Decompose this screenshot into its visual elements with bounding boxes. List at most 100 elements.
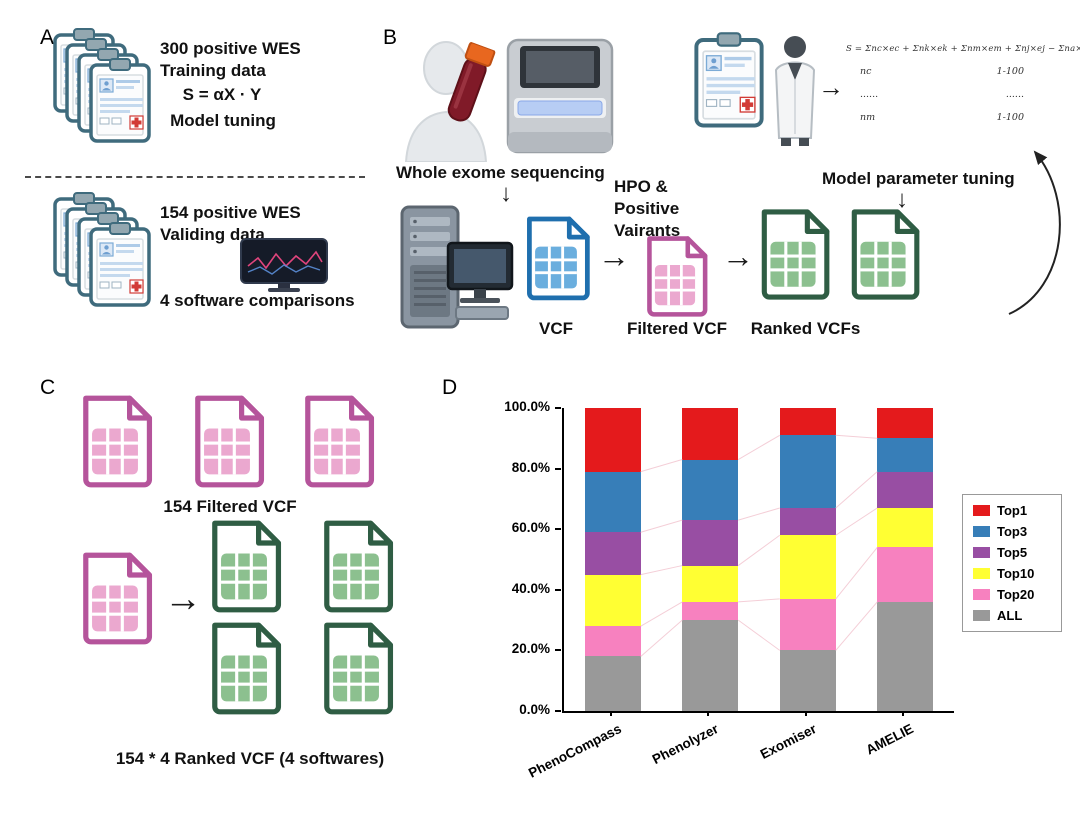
arrow-right-icon: → [598, 238, 630, 274]
legend-swatch [973, 568, 990, 579]
bar-segment [584, 532, 641, 575]
y-tick-label: 20.0% [511, 641, 550, 657]
bar-segment [682, 620, 739, 711]
filtered-vcf-count-label: 154 Filtered VCF [163, 497, 297, 516]
bar-segment [779, 598, 836, 651]
y-tick-mark [555, 528, 561, 531]
clipboard-stack-validation-icon [53, 192, 151, 307]
ranked-vcf-file-icon [197, 620, 291, 716]
formula-row: nc 1-100 [846, 66, 1058, 77]
legend-item: Top3 [973, 524, 1051, 539]
legend-label: ALL [997, 608, 1023, 623]
plot-area [562, 408, 954, 713]
x-tick-mark [902, 711, 905, 716]
bar-segment [779, 508, 836, 536]
y-tick-label: 40.0% [511, 580, 550, 596]
bar-segment [779, 535, 836, 599]
y-axis-labels: 0.0%20.0%40.0%60.0%80.0%100.0% [498, 398, 562, 728]
x-tick-mark [804, 711, 807, 716]
hpo-line2: Positive [614, 199, 680, 218]
y-tick-mark [555, 710, 561, 712]
y-tick-label: 0.0% [519, 702, 550, 717]
bar-segment [779, 650, 836, 711]
bar-segment [877, 438, 934, 472]
formula-param: nc [860, 66, 872, 77]
bar-segment [584, 626, 641, 657]
formula-range: 1-100 [996, 112, 1024, 123]
bar-segment [682, 408, 739, 460]
legend-label: Top20 [997, 587, 1035, 602]
panel-a-divider [25, 176, 365, 178]
server-computer-icon [400, 205, 514, 329]
filtered-vcf-file-icon [70, 550, 160, 646]
model-parameter-tuning-label: Model parameter tuning [822, 169, 1015, 188]
legend-item: Top5 [973, 545, 1051, 560]
x-tick-mark [609, 711, 612, 716]
y-tick-label: 80.0% [511, 459, 550, 475]
arrow-right-icon: → [818, 72, 844, 102]
doctor-silhouette-icon [774, 36, 816, 146]
bar-chart: 0.0%20.0%40.0%60.0%80.0%100.0% PhenoComp… [498, 398, 1068, 818]
model-formula: S = Σnc×ec + Σnk×ek + Σnm×em + Σnj×ej − … [846, 44, 1080, 123]
vcf-file-icon [518, 214, 594, 302]
arrow-down-icon: ↓ [500, 180, 512, 207]
legend-item: Top1 [973, 503, 1051, 518]
ranked-vcf-file-icon [752, 206, 834, 302]
panel-c-label: C [40, 376, 56, 399]
legend-label: Top1 [997, 503, 1028, 518]
legend-item: Top20 [973, 587, 1051, 602]
x-tick-mark [707, 711, 710, 716]
bar-segment [877, 471, 934, 508]
legend-swatch [973, 505, 990, 516]
panel-b-label: B [383, 26, 398, 49]
clipboard-stack-training-icon [53, 28, 151, 143]
formula-row: ...... ...... [846, 89, 1058, 100]
formula-expression: S = Σnc×ec + Σnk×ek + Σnm×em + Σnj×ej − … [846, 44, 1080, 54]
ranked-vcf-count-label: 154 * 4 Ranked VCF (4 softwares) [115, 749, 385, 768]
validation-data-line1: 154 positive WES [160, 203, 301, 222]
formula-param: nm [860, 112, 876, 123]
training-data-line2: Training data [160, 61, 266, 80]
feedback-curved-arrow-icon [1008, 150, 1061, 315]
formula-row: nm 1-100 [846, 112, 1058, 123]
bar-segment [584, 408, 641, 472]
bar-segment [877, 508, 934, 548]
blood-tube-icon [438, 41, 500, 134]
legend-swatch [973, 547, 990, 558]
bar-segment [682, 520, 739, 566]
bar-segment [682, 459, 739, 521]
legend-label: Top5 [997, 545, 1028, 560]
legend-label: Top3 [997, 524, 1028, 539]
vcf-label: VCF [539, 319, 573, 338]
ranked-vcf-file-icon [309, 620, 403, 716]
y-tick-mark [555, 407, 561, 409]
formula-range: 1-100 [996, 66, 1024, 77]
software-comparisons-label: 4 software comparisons [160, 291, 355, 310]
bar-segment [779, 435, 836, 508]
hpo-line1: HPO & [614, 177, 668, 196]
bar-segment [584, 656, 641, 711]
legend-item: Top10 [973, 566, 1051, 581]
legend-swatch [973, 589, 990, 600]
software-monitor-icon [240, 238, 328, 292]
hpo-line3: Vairants [614, 221, 681, 240]
bar-segment [584, 574, 641, 627]
formula-range: ...... [1005, 89, 1024, 100]
bar-segment [877, 601, 934, 711]
arrow-right-icon: → [164, 578, 202, 620]
filtered-vcf-file-icon [70, 393, 160, 489]
bar-segment [584, 471, 641, 533]
y-tick-label: 100.0% [504, 399, 550, 414]
score-formula: S = αX · Y [182, 85, 262, 104]
legend-swatch [973, 526, 990, 537]
clipboard-report-icon [693, 32, 765, 129]
formula-param: ...... [860, 89, 879, 100]
bar-segment [682, 601, 739, 621]
arrow-right-icon: → [722, 238, 754, 274]
training-data-line1: 300 positive WES [160, 39, 301, 58]
bar-segment [877, 408, 934, 439]
bar-segment [877, 547, 934, 602]
ranked-vcf-file-icon [309, 518, 403, 614]
